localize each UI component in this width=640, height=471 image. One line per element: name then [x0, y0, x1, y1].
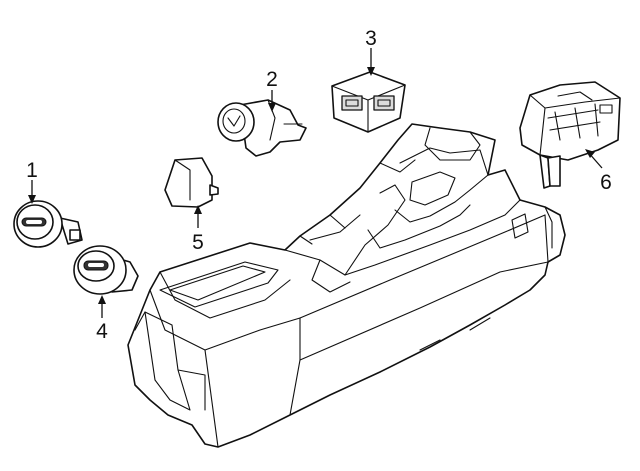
leader-4-arrowhead	[98, 295, 106, 304]
part-3-usb-hub	[331, 71, 406, 133]
callout-2: 2	[266, 68, 278, 91]
callout-labels: 1 2 3 4 5 6	[26, 27, 612, 343]
leader-3-arrowhead	[367, 67, 375, 76]
leader-2-arrowhead	[268, 103, 276, 112]
leader-1-arrowhead	[28, 195, 36, 204]
callout-1: 1	[26, 159, 38, 182]
center-console	[127, 123, 566, 448]
part-2-lighter-socket	[217, 99, 307, 157]
callout-leaders	[28, 48, 603, 318]
callout-5: 5	[192, 231, 204, 254]
callout-3: 3	[365, 27, 377, 50]
leader-5-arrowhead	[194, 205, 202, 214]
part-6-switch-module	[519, 81, 621, 189]
part-5-socket	[164, 157, 219, 208]
part-1-power-outlet	[13, 200, 83, 248]
part-4-outlet	[73, 245, 139, 295]
callout-6: 6	[600, 171, 612, 194]
leader-6-arrowhead	[585, 149, 595, 158]
callout-4: 4	[96, 320, 108, 343]
